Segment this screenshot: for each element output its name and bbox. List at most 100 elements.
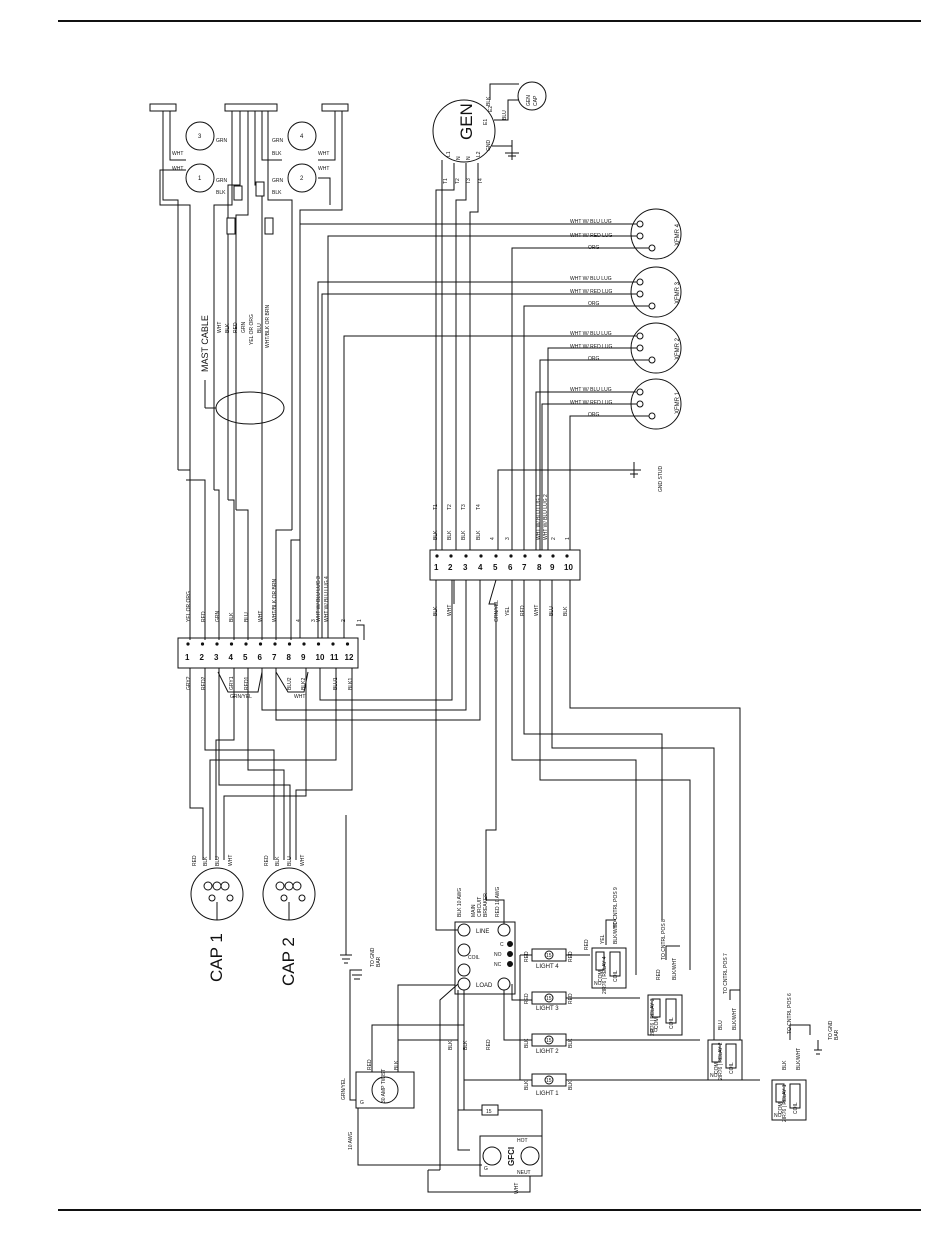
xfmr-3: XFMR 3 WHT W/ BLU LUG WHT W/ RED LUG ORG [570, 266, 682, 318]
tb1-top-0: BLK [433, 530, 439, 540]
tb2-number-7: 8 [287, 653, 292, 662]
tb2-screw-6 [273, 642, 277, 646]
light-3-bulb-icon [544, 993, 554, 1003]
tb1-bot-5: WHT [534, 605, 540, 616]
top-rule [58, 20, 921, 22]
gfci-label: GFCI [507, 1147, 516, 1166]
xfmr-3-wire-2: ORG [588, 301, 600, 307]
relay-1-contact [775, 1083, 785, 1103]
breaker-wire-blk-1: BLK [448, 1040, 454, 1050]
cable-wire-6: WHT/BLK OR BRN [265, 305, 271, 348]
awg10-label: 10 AWG [348, 1131, 354, 1150]
gen-lead-t1: T1 [443, 178, 449, 184]
tb1-top-7: WHT W/ BLU LUG 2 [543, 494, 549, 540]
tb2-screw-1 [200, 642, 205, 646]
tb1-bot-2: GRN/YEL [494, 600, 500, 622]
relay-3-id: 2IR76 | RELAY 3 [650, 998, 656, 1036]
tb1-top-8: 2 [551, 537, 557, 540]
lamp-2-bot-wire: BLK [272, 190, 282, 196]
breaker-line-label: LINE [476, 929, 489, 935]
lamp-fuse-c [226, 217, 236, 235]
xfmr-3-wire-1: WHT W/ RED LUG [570, 289, 613, 295]
cap-1-wire-0: RED [192, 855, 198, 866]
generator: GEN L1 N N L2 GND E1 E2 GEN CAP BLK BLU … [432, 81, 547, 858]
lamp-3-top-wire: GRN [216, 138, 228, 144]
relay-1-id: 2IR76 | RELAY 1 [782, 1084, 788, 1122]
tb1-top-5: 3 [505, 537, 511, 540]
gen-term-n1: N [456, 156, 462, 160]
tb1-top-t4: T4 [476, 504, 482, 510]
tb2-top-11: 2 [341, 619, 347, 622]
xfmr-1-wire-0: WHT W/ BLU LUG [570, 387, 612, 393]
lamp-2 [287, 163, 317, 193]
tb1-top-9: 1 [565, 537, 571, 540]
light-2-wire-b: BLK [568, 1038, 574, 1048]
xfmr-4-wire-0: WHT W/ BLU LUG [570, 219, 612, 225]
tb2-bot-7: BLK1 [348, 678, 354, 690]
tb2-bot-5: BLK2 [301, 678, 307, 690]
xfmr-4: XFMR 4 WHT W/ BLU LUG WHT W/ RED LUG ORG [570, 208, 682, 260]
lamp-1 [185, 163, 215, 193]
twist-lock-term-g: G [360, 1100, 364, 1106]
lamp-4-right-wire: WHT [318, 151, 329, 157]
lamp-4 [287, 121, 317, 151]
tb2-top-7: 4 [296, 619, 302, 622]
breaker-nc: NC [494, 962, 502, 968]
tb2-screw-3 [229, 642, 234, 646]
lamp-fuse-b [255, 181, 265, 197]
xfmr-4-label: XFMR 4 [675, 223, 681, 246]
tb1-screw-5 [509, 554, 513, 558]
xfmr-1-wire-2: ORG [588, 412, 600, 418]
gen-term-l1: L1 [446, 151, 452, 157]
tb1-number-3: 4 [478, 563, 483, 572]
tb2-screw-9 [316, 642, 321, 646]
mast-cable-label: MAST CABLE [200, 315, 210, 372]
tb1-screw-9 [565, 554, 569, 558]
relay-4-wire-0: YEL [600, 934, 606, 944]
mast-cable: MAST CABLE WHT BLK RED GRN YEL OR ORG BL… [200, 305, 285, 425]
mast-lamps: 3 1 4 2 GRN WHT WHT GRN BLK GRN BLK WHT … [149, 103, 349, 540]
tb1-screw-8 [551, 554, 555, 558]
bottom-rule [58, 1209, 921, 1211]
gen-cap [517, 81, 547, 111]
light-3-wire-b: RED [568, 993, 574, 1004]
relay-1-wire-1: BLK/WHT [796, 1048, 802, 1070]
lamp-1-top-wire: WHT [172, 166, 183, 172]
outlets: 30 AMP TWIST RED BLK GRN/YEL G 10 AWG GF… [341, 1024, 543, 1194]
capacitors: CAP 1 CAP 2 RED BLK BLU WHT RED BLK BLU … [190, 855, 316, 986]
tb2-top-1: RED [201, 611, 207, 622]
light-2-label: LIGHT 2 [536, 1049, 559, 1055]
relay-4-coil [609, 951, 621, 977]
tb1-screw-6 [523, 554, 527, 558]
lamp-3-number: 3 [198, 134, 202, 140]
relay-2-no-label: NO [710, 1073, 718, 1079]
xfmr-2-wire-1: WHT W/ RED LUG [570, 344, 613, 350]
cap-1-label: CAP 1 [207, 933, 226, 982]
tb1-top-3: BLK [476, 530, 482, 540]
xfmr-3-wire-0: WHT W/ BLU LUG [570, 276, 612, 282]
lamp-1-bot-wire: GRN [216, 178, 228, 184]
cap-2-label: CAP 2 [279, 937, 298, 986]
tb2-number-1: 2 [200, 653, 205, 662]
relay-2-wire-1: BLK/WHT [732, 1008, 738, 1030]
relay-1-no-label: NO [774, 1113, 782, 1119]
tb1-number-4: 5 [493, 563, 498, 572]
tb1-bot-1: WHT [447, 605, 453, 616]
generator-body [432, 99, 496, 163]
gfci-term-hot: HOT [517, 1138, 528, 1144]
lamp-3 [185, 121, 215, 151]
gnd-stud-label: GND STUD [658, 466, 664, 493]
tb2-number-8: 9 [301, 653, 306, 662]
lamp-4-bot-wire: BLK [272, 151, 282, 157]
lamp-2-number: 2 [300, 176, 304, 182]
cable-wire-0: WHT [217, 322, 223, 333]
xfmr-3-label: XFMR 3 [675, 281, 681, 304]
tb1-top-t1: T1 [433, 504, 439, 510]
light-1-label: LIGHT 1 [536, 1091, 559, 1097]
breaker-no: NO [494, 952, 502, 958]
xfmr-1-wire-1: WHT W/ RED LUG [570, 400, 613, 406]
relay-2-coil-label: COIL [729, 1062, 735, 1074]
